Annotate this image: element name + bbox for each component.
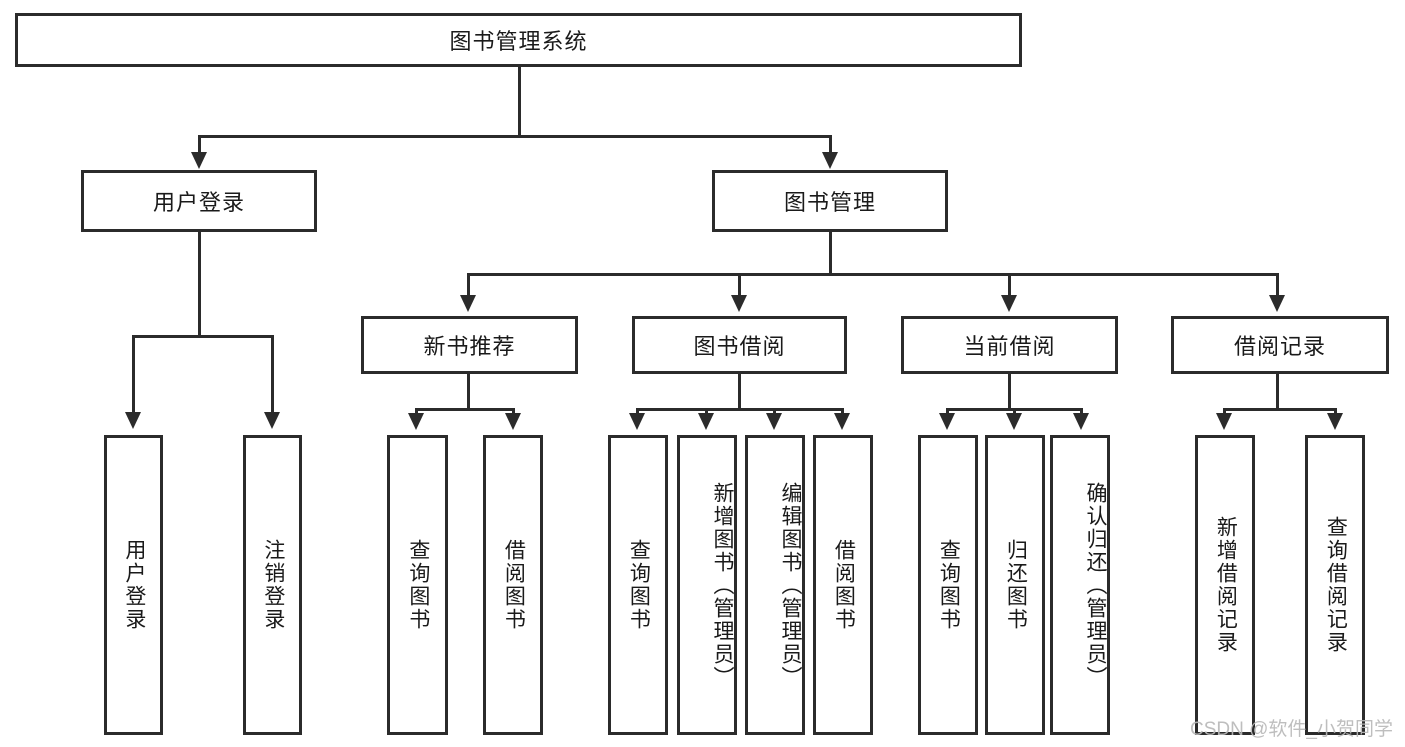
connector-nbr-stem — [467, 374, 470, 408]
connector-book-manage-stem — [829, 232, 832, 273]
arrowhead-leaf-confirm-return — [1073, 413, 1089, 430]
leaf-query-book-borrow[interactable]: 查询图书 — [608, 435, 668, 735]
connector-root-stem — [518, 67, 521, 135]
connector-bb-drop-4 — [841, 408, 844, 416]
arrowhead-leaf-borrow-book-1 — [505, 413, 521, 430]
csdn-watermark: CSDN @软件_小贺同学 — [1190, 719, 1393, 740]
leaf-logout-login[interactable]: 注销登录 — [243, 435, 302, 735]
connector-nbr-drop-2 — [512, 408, 515, 416]
connector-cb-drop-2 — [1013, 408, 1016, 416]
connector-bb-bus — [636, 408, 844, 411]
leaf-user-login[interactable]: 用户登录 — [104, 435, 163, 735]
leaf-borrow-book[interactable]: 借阅图书 — [813, 435, 873, 735]
arrowhead-leaf-query-record — [1327, 413, 1343, 430]
arrowhead-leaf-query-book-2 — [629, 413, 645, 430]
node-root-title[interactable]: 图书管理系统 — [15, 13, 1022, 67]
connector-book-manage-bus — [467, 273, 1279, 276]
arrowhead-book-borrow — [731, 295, 747, 312]
connector-bm-drop-4 — [1276, 273, 1279, 298]
leaf-confirm-return-admin[interactable]: 确认归还（管理员） — [1050, 435, 1110, 735]
connector-br-drop-1 — [1223, 408, 1226, 416]
arrowhead-leaf-query-book-1 — [408, 413, 424, 430]
leaf-borrow-book-rec[interactable]: 借阅图书 — [483, 435, 543, 735]
connector-bb-drop-3 — [773, 408, 776, 416]
connector-br-drop-2 — [1334, 408, 1337, 416]
connector-bm-drop-2 — [738, 273, 741, 298]
leaf-query-borrow-record[interactable]: 查询借阅记录 — [1305, 435, 1365, 735]
connector-cb-drop-1 — [946, 408, 949, 416]
arrowhead-leaf-user-login — [125, 412, 141, 429]
node-borrow-record[interactable]: 借阅记录 — [1171, 316, 1389, 374]
arrowhead-leaf-logout — [264, 412, 280, 429]
node-book-manage[interactable]: 图书管理 — [712, 170, 948, 232]
arrowhead-new-book-rec — [460, 295, 476, 312]
arrowhead-current-borrow — [1001, 295, 1017, 312]
arrowhead-borrow-record — [1269, 295, 1285, 312]
node-user-login[interactable]: 用户登录 — [81, 170, 317, 232]
connector-root-to-book-manage — [829, 135, 832, 155]
connector-br-bus — [1223, 408, 1337, 411]
connector-br-stem — [1276, 374, 1279, 408]
connector-bb-stem — [738, 374, 741, 408]
connector-bm-drop-1 — [467, 273, 470, 298]
connector-user-login-stem — [198, 232, 201, 335]
leaf-add-borrow-record[interactable]: 新增借阅记录 — [1195, 435, 1255, 735]
arrowhead-book-manage — [822, 152, 838, 169]
connector-bm-drop-3 — [1008, 273, 1011, 298]
connector-nbr-drop-1 — [415, 408, 418, 416]
connector-user-login-bus — [132, 335, 273, 338]
arrowhead-user-login — [191, 152, 207, 169]
connector-bb-drop-2 — [705, 408, 708, 416]
leaf-query-book-current[interactable]: 查询图书 — [918, 435, 978, 735]
arrowhead-leaf-add-record — [1216, 413, 1232, 430]
node-book-borrow[interactable]: 图书借阅 — [632, 316, 847, 374]
connector-root-bus — [198, 135, 832, 138]
connector-cb-stem — [1008, 374, 1011, 408]
connector-bb-drop-1 — [636, 408, 639, 416]
arrowhead-leaf-return-book — [1006, 413, 1022, 430]
connector-user-login-drop-2 — [271, 335, 274, 415]
arrowhead-leaf-add-book — [698, 413, 714, 430]
connector-cb-drop-3 — [1080, 408, 1083, 416]
node-new-book-recommend[interactable]: 新书推荐 — [361, 316, 578, 374]
leaf-add-book-admin[interactable]: 新增图书（管理员） — [677, 435, 737, 735]
leaf-edit-book-admin[interactable]: 编辑图书（管理员） — [745, 435, 805, 735]
connector-nbr-bus — [415, 408, 515, 411]
leaf-return-book[interactable]: 归还图书 — [985, 435, 1045, 735]
arrowhead-leaf-borrow-book-2 — [834, 413, 850, 430]
leaf-query-book-rec[interactable]: 查询图书 — [387, 435, 448, 735]
node-current-borrow[interactable]: 当前借阅 — [901, 316, 1118, 374]
connector-root-to-user-login — [198, 135, 201, 155]
arrowhead-leaf-edit-book — [766, 413, 782, 430]
connector-user-login-drop-1 — [132, 335, 135, 415]
arrowhead-leaf-query-book-3 — [939, 413, 955, 430]
